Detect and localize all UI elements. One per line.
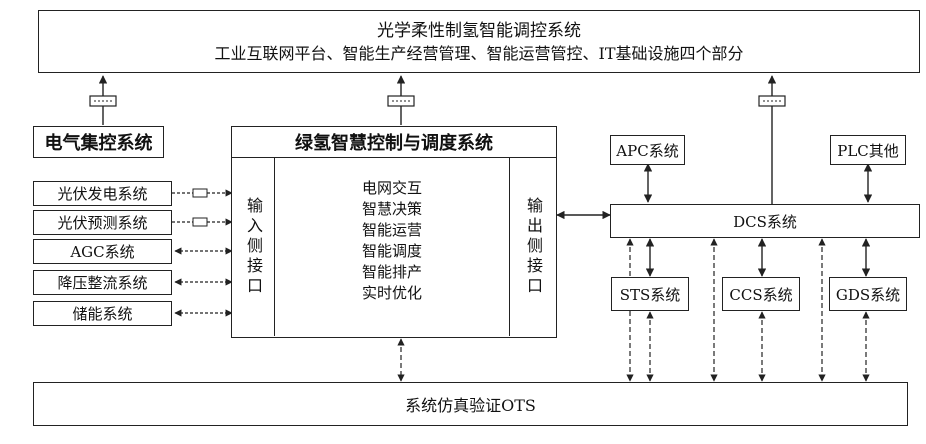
plc-box: PLC其他 [830,135,906,165]
top-system-subtitle: 工业互联网平台、智能生产经营管理、智能运营管控、IT基础设施四个部分 [215,43,744,65]
ots-box: 系统仿真验证OTS [33,382,908,426]
gds-box: GDS系统 [829,277,907,311]
input-pv-generation-label: 光伏发电系统 [57,183,147,204]
input-rectifier: 降压整流系统 [33,270,172,295]
connector-dcs-to-top [759,76,785,204]
ccs-label: CCS系统 [729,284,792,305]
input-interface-label: 输入侧接口 [241,197,265,297]
sts-label: STS系统 [620,284,681,305]
electric-control-label: 电气集控系统 [45,129,153,155]
green-hydrogen-title: 绿氢智慧控制与调度系统 [295,129,493,155]
dcs-box: DCS系统 [610,204,920,238]
input-agc: AGC系统 [33,239,172,264]
input-agc-label: AGC系统 [70,241,134,262]
input-rectifier-label: 降压整流系统 [57,272,147,293]
connector-electric-to-top [90,76,116,125]
electric-control-box: 电气集控系统 [33,126,164,158]
green-hydrogen-title-bar: 绿氢智慧控制与调度系统 [232,127,556,158]
function-smart-operation: 智能运营 [362,220,422,241]
function-smart-scheduling: 智能排产 [362,262,422,283]
dcs-label: DCS系统 [733,211,797,232]
apc-label: APC系统 [616,140,678,161]
input-interface-panel: 输入侧接口 [232,158,275,336]
input-storage: 储能系统 [33,301,172,326]
output-interface-label: 输出侧接口 [521,197,545,297]
function-realtime-optimization: 实时优化 [362,283,422,304]
top-system-title: 光学柔性制氢智能调控系统 [377,19,581,43]
function-smart-decision: 智慧决策 [362,199,422,220]
output-interface-panel: 输出侧接口 [509,158,556,336]
connector-pv-gen [172,189,232,197]
input-pv-forecast-label: 光伏预测系统 [57,212,147,233]
input-pv-generation: 光伏发电系统 [33,181,172,206]
function-smart-dispatch: 智能调度 [362,241,422,262]
input-storage-label: 储能系统 [72,303,132,324]
input-pv-forecast: 光伏预测系统 [33,210,172,235]
ots-label: 系统仿真验证OTS [405,392,536,416]
function-list: 电网交互 智慧决策 智能运营 智能调度 智能排产 实时优化 [275,158,509,336]
function-grid-interaction: 电网交互 [362,178,422,199]
green-hydrogen-box: 绿氢智慧控制与调度系统 输入侧接口 电网交互 智慧决策 智能运营 智能调度 智能… [231,126,557,338]
ccs-box: CCS系统 [722,277,800,311]
apc-box: APC系统 [610,135,685,165]
sts-box: STS系统 [611,277,689,311]
connector-green-to-top [388,76,414,125]
gds-label: GDS系统 [836,284,900,305]
top-system-box: 光学柔性制氢智能调控系统 工业互联网平台、智能生产经营管理、智能运营管控、IT基… [38,10,920,73]
connector-pv-forecast [172,218,232,226]
plc-label: PLC其他 [837,140,899,161]
